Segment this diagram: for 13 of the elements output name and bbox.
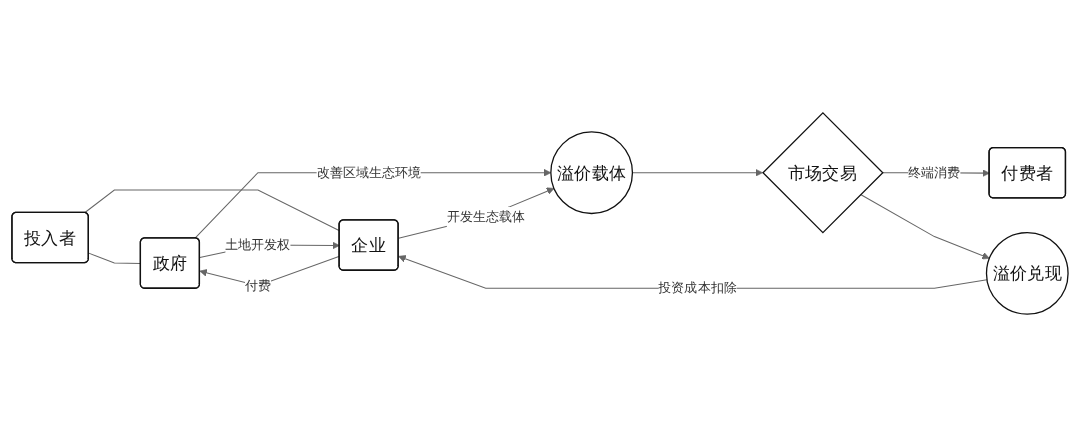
edge-label: 投资成本扣除: [658, 280, 737, 295]
flowchart: 土地开发权 付费 改善区域生态环境 开发生态载体 终端消费 投资成本扣除 投入者 政府 企业 溢价载体 市场交易 付费者 溢价兑现: [5, 0, 1075, 427]
edge-label: 付费: [244, 277, 271, 293]
arrow: [398, 187, 555, 239]
node-circle: [985, 231, 1069, 315]
node-diamond: [762, 111, 884, 234]
arrow: [860, 193, 990, 260]
edge-label: 改善区域生态环境: [316, 164, 421, 180]
arrow: [194, 168, 552, 239]
node-circle: [550, 131, 634, 215]
edge-label: 开发生态载体: [446, 208, 525, 224]
edge-label: 终端消费: [908, 164, 961, 180]
edge-label: 土地开发权: [225, 237, 291, 252]
